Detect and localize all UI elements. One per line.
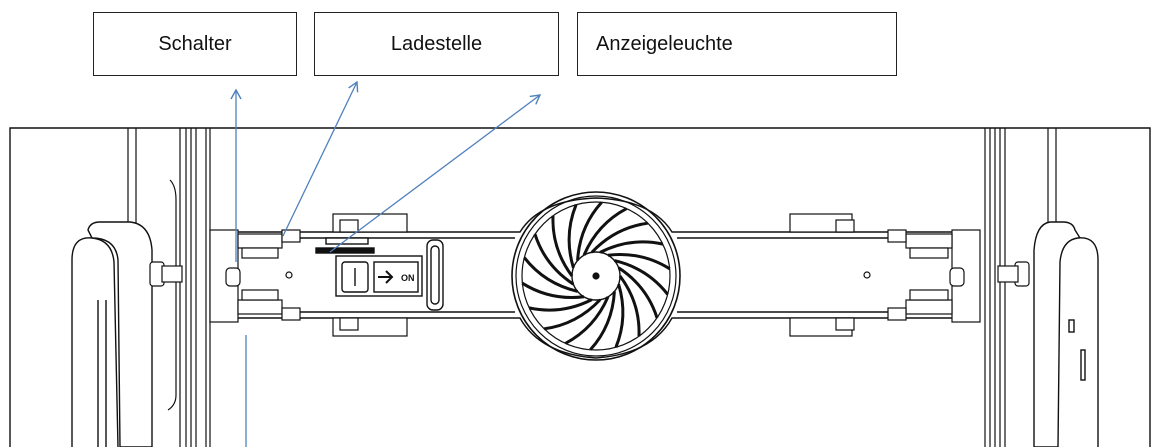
fan-blade	[589, 291, 616, 351]
right-uprights	[984, 128, 1057, 447]
fan-blade	[543, 298, 602, 331]
center-clips-left	[332, 213, 408, 337]
fan-blade	[618, 275, 641, 337]
fan-blade	[614, 259, 669, 296]
fan-blade	[614, 283, 625, 348]
callout-arrows	[230, 80, 542, 447]
label-anzeigeleuchte: Anzeigeleuchte	[596, 32, 733, 55]
fan-blade	[582, 207, 628, 256]
fan-blade	[590, 221, 649, 254]
indicator-window	[426, 239, 444, 311]
fan-blade	[523, 256, 578, 293]
left-grip	[71, 221, 153, 447]
fan-blade	[599, 240, 664, 254]
fan-blade	[607, 252, 671, 271]
outer-frame	[9, 127, 1151, 447]
left-knob	[149, 261, 183, 287]
fan-blade	[576, 201, 603, 261]
label-ladestelle: Ladestelle	[390, 32, 483, 55]
fan-blade	[567, 204, 578, 269]
slider-on-text: ON	[401, 273, 415, 283]
right-grip	[1033, 221, 1099, 447]
fan-blade	[521, 281, 585, 300]
left-brackets	[209, 229, 301, 323]
label-anzeigeleuchte-box: Anzeigeleuchte	[577, 12, 897, 76]
right-knob	[997, 261, 1030, 287]
right-brackets	[863, 229, 981, 323]
fan-blade	[533, 233, 575, 286]
fan-blade	[528, 298, 593, 312]
fan-blade	[551, 215, 574, 277]
label-schalter-box: Schalter	[93, 12, 297, 76]
fan-blades	[521, 201, 671, 351]
fan-blade	[564, 296, 610, 345]
arrow-anzeigeleuchte	[329, 94, 542, 253]
label-ladestelle-box: Ladestelle	[314, 12, 559, 76]
switch-housing	[315, 237, 423, 297]
arrow-ladestelle	[282, 80, 359, 237]
center-clips-right	[789, 213, 855, 337]
fan-blade	[617, 266, 659, 319]
fan-assembly	[511, 191, 681, 361]
label-schalter: Schalter	[158, 32, 232, 55]
